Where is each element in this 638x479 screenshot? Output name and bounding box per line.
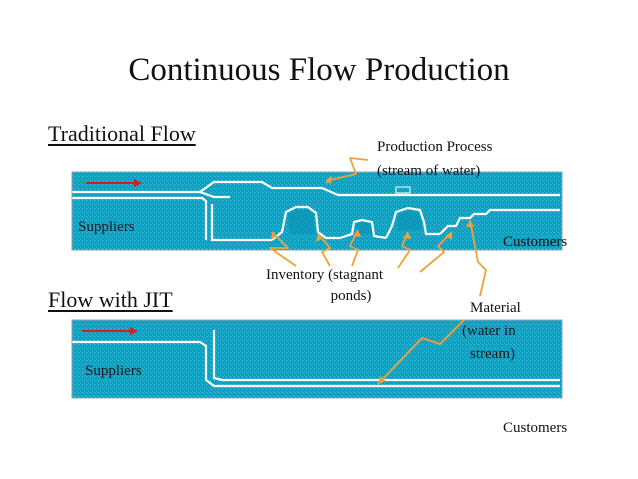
traditional-flow-panel — [71, 171, 563, 251]
callout-inventory-5 — [419, 231, 453, 273]
jit-flow-panel — [71, 319, 563, 399]
traditional-flow-heading: Traditional Flow — [48, 121, 196, 146]
production-process-sublabel: (stream of water) — [377, 163, 481, 179]
traditional-flow-arrow — [86, 179, 142, 187]
traditional-bed — [72, 172, 562, 250]
material-label: Material — [470, 300, 521, 316]
callout-inventory-2 — [317, 233, 331, 267]
material-sublabel-2: stream) — [470, 346, 515, 362]
material-sublabel-1: (water in — [462, 323, 516, 339]
stream-marker — [395, 186, 411, 194]
jit-flow-heading: Flow with JIT — [48, 287, 173, 312]
callout-material-jit — [377, 319, 465, 385]
production-process-label: Production Process — [377, 139, 493, 155]
jit-frame — [71, 319, 563, 399]
inventory-label: Inventory (stagnant — [266, 267, 384, 283]
traditional-suppliers-label: Suppliers — [78, 219, 135, 235]
pond-2 — [356, 222, 372, 234]
slide-title: Continuous Flow Production — [128, 52, 510, 88]
callout-material-traditional — [469, 219, 487, 297]
jit-customers-label: Customers — [503, 420, 568, 436]
inventory-sublabel: ponds) — [330, 288, 372, 304]
callout-inventory-4 — [397, 231, 411, 269]
callout-inventory-3 — [349, 229, 359, 267]
jit-suppliers-label: Suppliers — [85, 363, 142, 379]
jit-flow-arrow — [82, 327, 138, 335]
traditional-frame — [71, 171, 563, 251]
traditional-customers-label: Customers — [503, 234, 568, 250]
jit-banks — [72, 330, 560, 388]
callout-lines — [269, 157, 487, 385]
callout-arrowheads — [271, 176, 474, 384]
traditional-banks — [72, 180, 560, 242]
pond-3 — [398, 211, 422, 230]
callout-inventory-1 — [269, 231, 297, 267]
pond-1 — [288, 210, 315, 234]
callout-production-process — [329, 157, 369, 181]
